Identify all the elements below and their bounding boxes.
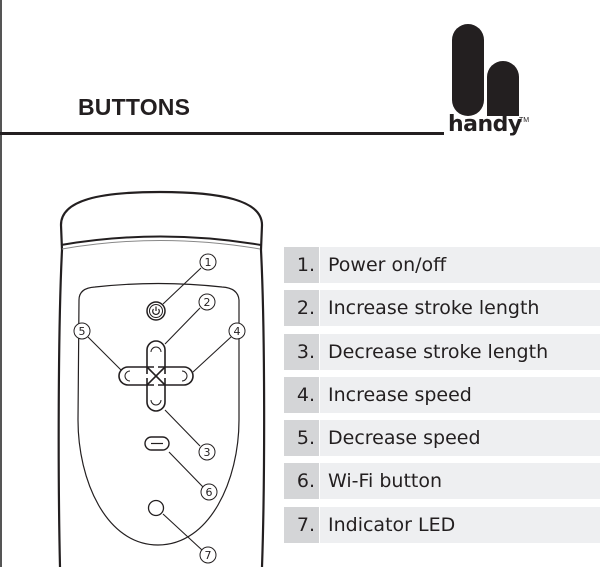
- legend-number: 1.: [284, 247, 319, 283]
- callout-4: 4: [228, 322, 246, 340]
- legend-number: 6.: [284, 463, 319, 500]
- legend-label: Increase speed: [320, 376, 600, 413]
- legend-label: Increase stroke length: [320, 290, 600, 327]
- legend-number: 2.: [284, 290, 319, 327]
- svg-text:3: 3: [204, 446, 211, 459]
- dpad-up-button: [146, 340, 166, 374]
- dpad-left-button: [118, 366, 154, 386]
- legend-label: Decrease speed: [320, 420, 600, 457]
- callout-1: 1: [199, 253, 217, 271]
- callout-leaders: [87, 267, 232, 551]
- legend-label: Wi-Fi button: [320, 463, 600, 500]
- legend-row: 2.Increase stroke length: [284, 290, 600, 327]
- callout-3: 3: [198, 443, 216, 461]
- svg-text:5: 5: [79, 325, 86, 338]
- legend-number: 3.: [284, 333, 319, 370]
- svg-text:4: 4: [234, 325, 241, 338]
- legend-label: Decrease stroke length: [320, 333, 600, 370]
- callout-5: 5: [73, 322, 91, 340]
- power-button[interactable]: [146, 301, 166, 321]
- svg-text:7: 7: [205, 549, 212, 562]
- dpad-right-button: [158, 366, 194, 386]
- legend-row: 7.Indicator LED: [284, 506, 600, 543]
- legend-row: 4.Increase speed: [284, 376, 600, 413]
- legend-number: 7.: [284, 506, 319, 543]
- svg-text:6: 6: [206, 486, 213, 499]
- page-left-border: [0, 0, 2, 567]
- legend-row: 1.Power on/off: [284, 247, 600, 283]
- handy-logo-icon: [452, 24, 519, 116]
- svg-text:1: 1: [205, 256, 212, 269]
- button-panel: [77, 282, 240, 546]
- legend-row: 3.Decrease stroke length: [284, 333, 600, 370]
- svg-text:2: 2: [204, 296, 211, 309]
- legend-label: Indicator LED: [320, 506, 600, 543]
- dpad: [118, 340, 194, 412]
- wifi-button[interactable]: [144, 436, 170, 451]
- legend-row: 6.Wi-Fi button: [284, 463, 600, 500]
- legend-row: 5.Decrease speed: [284, 420, 600, 457]
- button-legend: 1.Power on/off 2.Increase stroke length …: [284, 247, 600, 550]
- dpad-down-button: [146, 378, 166, 412]
- callout-6: 6: [200, 483, 218, 501]
- legend-number: 5.: [284, 420, 319, 457]
- legend-label: Power on/off: [320, 247, 600, 283]
- page-title: BUTTONS: [78, 94, 191, 120]
- legend-number: 4.: [284, 376, 319, 413]
- indicator-led: [147, 499, 165, 517]
- header-divider: [0, 132, 444, 135]
- trademark-mark: TM: [519, 117, 530, 124]
- power-icon: [152, 306, 160, 316]
- device-cap-line: [60, 235, 262, 246]
- device-body-outline: [57, 190, 266, 567]
- callout-7: 7: [199, 546, 217, 564]
- callout-2: 2: [198, 293, 216, 311]
- logo-wordmark: handy: [448, 112, 522, 137]
